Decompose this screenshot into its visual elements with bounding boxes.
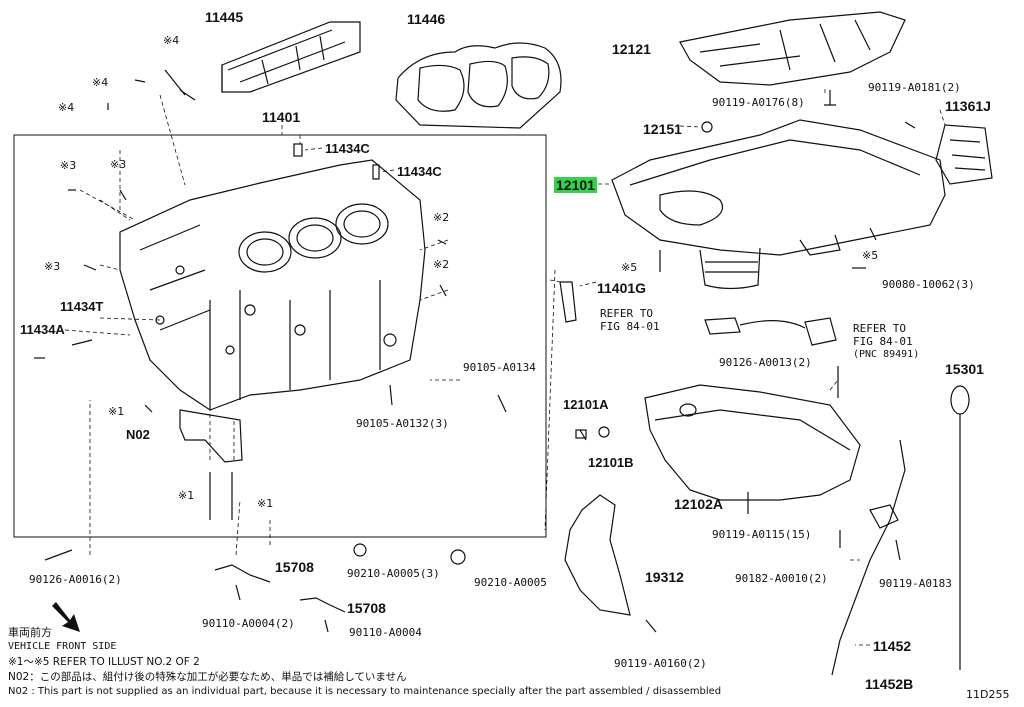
part-12121-baffle <box>679 11 906 86</box>
mark-3-a: ※3 <box>60 159 77 172</box>
part-11434c-pin-b <box>372 164 380 180</box>
callout-90119-a0160[interactable]: 90119-A0160(2) <box>614 657 707 670</box>
bolt-group <box>34 69 916 633</box>
mark-2-a: ※2 <box>433 211 450 224</box>
note-marks-refer: ※1～※5 REFER TO ILLUST NO.2 OF 2 <box>8 656 200 668</box>
mark-2-b: ※2 <box>433 258 450 271</box>
mark-4-b: ※4 <box>58 101 75 114</box>
callout-90080-10062[interactable]: 90080-10062(3) <box>882 278 975 291</box>
part-crank-sensor <box>704 317 837 346</box>
callout-19312[interactable]: 19312 <box>645 569 684 585</box>
part-11446-insulator <box>395 42 562 129</box>
callout-12101b[interactable]: 12101B <box>588 455 634 470</box>
callout-90119-a0183[interactable]: 90119-A0183 <box>879 577 952 590</box>
callout-90105-a0132[interactable]: 90105-A0132(3) <box>356 417 449 430</box>
diagram-code: 11D255 <box>966 688 1010 701</box>
note-n02-jp: N02：この部品は、組付け後の特殊な加工が必要なため、単品では補給していません <box>8 671 407 683</box>
mark-1-b: ※1 <box>178 489 195 502</box>
part-90210-gasket-b <box>450 549 466 565</box>
part-12101a-plug <box>575 429 587 439</box>
ref-fig-84-01-a-line2[interactable]: FIG 84-01 <box>600 320 660 333</box>
vehicle-front-en: VEHICLE FRONT SIDE <box>8 641 117 652</box>
part-11445-cover <box>221 21 361 93</box>
part-12101b-gasket <box>598 426 610 438</box>
mark-3-c: ※3 <box>44 260 61 273</box>
callout-12101[interactable]: 12101 <box>554 177 597 193</box>
ref-fig-84-01-a-line1: REFER TO <box>600 307 653 320</box>
callout-90210-a0005-3[interactable]: 90210-A0005(3) <box>347 567 440 580</box>
callout-90110-a0004-2[interactable]: 90110-A0004(2) <box>202 617 295 630</box>
callout-90126-a0013[interactable]: 90126-A0013(2) <box>719 356 812 369</box>
ref-fig-84-01-b-line1: REFER TO <box>853 322 906 335</box>
callout-90210-a0005[interactable]: 90210-A0005 <box>474 576 547 589</box>
part-12151-oring <box>701 121 713 133</box>
ref-fig-84-01-b-line2[interactable]: FIG 84-01 <box>853 335 913 348</box>
callout-90119-a0181[interactable]: 90119-A0181(2) <box>868 81 961 94</box>
callout-11434t[interactable]: 11434T <box>60 299 104 314</box>
mark-1-a: ※1 <box>108 405 125 418</box>
callout-12121[interactable]: 12121 <box>612 41 651 57</box>
part-12101-oil-pan-upper <box>611 119 946 290</box>
part-11361j-plate <box>935 124 993 185</box>
callout-90105-a0134[interactable]: 90105-A0134 <box>463 361 536 374</box>
callout-12151[interactable]: 12151 <box>643 121 682 137</box>
block-group-frame <box>13 134 547 538</box>
mark-5-a: ※5 <box>621 261 638 274</box>
vehicle-front-jp: 車両前方 <box>8 626 52 639</box>
callout-15708-b[interactable]: 15708 <box>347 600 386 616</box>
callout-11401g[interactable]: 11401G <box>597 280 647 296</box>
part-n02-bearing-cap <box>179 409 243 463</box>
mark-1-c: ※1 <box>257 497 274 510</box>
part-11434c-pin-a <box>293 143 303 157</box>
callout-12101a[interactable]: 12101A <box>563 397 609 412</box>
part-12102a-oil-pan-lower <box>644 384 861 501</box>
callout-11452b[interactable]: 11452B <box>865 676 914 692</box>
callout-n02[interactable]: N02 <box>126 427 150 442</box>
callout-90119-a0115[interactable]: 90119-A0115(15) <box>712 528 812 541</box>
ref-pnc-89491: (PNC 89491) <box>853 349 920 360</box>
callout-11434c-b[interactable]: 11434C <box>397 164 442 179</box>
callout-15708-a[interactable]: 15708 <box>275 559 314 575</box>
mark-3-b: ※3 <box>110 158 127 171</box>
callout-11434c-a[interactable]: 11434C <box>325 141 370 156</box>
part-11401-cylinder-block <box>119 159 426 411</box>
part-90210-gasket-a <box>353 543 367 557</box>
vehicle-front-arrow <box>52 602 80 632</box>
part-11401g-sensor <box>559 281 577 323</box>
callout-90182-a0010[interactable]: 90182-A0010(2) <box>735 572 828 585</box>
callout-11401[interactable]: 11401 <box>262 109 301 125</box>
callout-90126-a0016[interactable]: 90126-A0016(2) <box>29 573 122 586</box>
callout-90110-a0004[interactable]: 90110-A0004 <box>349 626 422 639</box>
callout-90119-a0176[interactable]: 90119-A0176(8) <box>712 96 805 109</box>
mark-5-b: ※5 <box>862 249 879 262</box>
part-11452-gauge-guide <box>831 439 906 676</box>
note-n02-en: N02 : This part is not supplied as an in… <box>8 686 722 697</box>
part-15708-oil-jet-b <box>299 597 346 613</box>
mark-4-top: ※4 <box>163 34 180 47</box>
callout-11361j[interactable]: 11361J <box>945 98 991 114</box>
callout-11445[interactable]: 11445 <box>205 9 244 25</box>
callout-11434a[interactable]: 11434A <box>20 322 65 337</box>
leader-lines <box>64 88 946 646</box>
callout-15301[interactable]: 15301 <box>945 361 984 377</box>
callout-11446[interactable]: 11446 <box>407 11 446 27</box>
mark-4-a: ※4 <box>92 76 109 89</box>
part-19312-bracket <box>564 494 631 616</box>
part-15708-oil-jet-a <box>214 564 271 583</box>
part-15301-oil-gauge <box>950 385 970 670</box>
callout-11452[interactable]: 11452 <box>873 638 912 654</box>
callout-12102a[interactable]: 12102A <box>674 496 724 512</box>
